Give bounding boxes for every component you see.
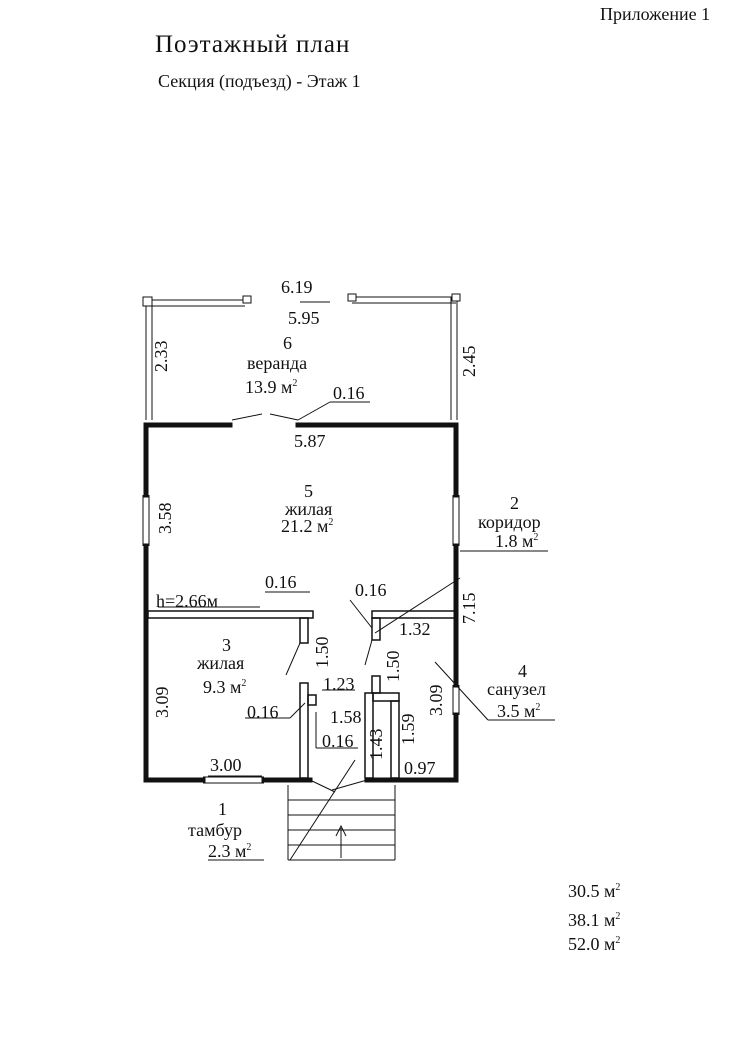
dim-bath-right-depth: 3.09 [426, 684, 446, 717]
room-6-name: веранда [247, 353, 308, 373]
dim-tambour-wall-bottom: 0.16 [322, 731, 354, 751]
dim-tambour-wall-left: 0.16 [247, 702, 279, 722]
page-subtitle: Секция (подъезд) - Этаж 1 [158, 71, 361, 91]
room-3-area: 9.3 м2 [203, 677, 247, 697]
dim-corridor-top-wall: 0.16 [355, 580, 387, 600]
room-1-name: тамбур [188, 820, 242, 840]
dim-bath-depth: 1.59 [398, 713, 418, 746]
veranda-door [231, 413, 299, 421]
room-5-number: 5 [304, 481, 313, 501]
total-1: 30.5 м2 [568, 881, 621, 901]
dim-house-right-length: 7.15 [459, 592, 479, 625]
room-3-number: 3 [222, 635, 231, 655]
room-1-area: 2.3 м2 [208, 841, 252, 861]
room-5-area: 21.2 м2 [281, 516, 334, 536]
appendix-label: Приложение 1 [600, 4, 711, 24]
porch-steps [287, 785, 396, 861]
total-3: 52.0 м2 [568, 934, 621, 954]
dim-tambour-height: 1.43 [366, 728, 386, 761]
dim-corridor-width: 1.32 [399, 619, 431, 639]
room-3-name: жилая [197, 653, 245, 673]
room-4-number: 4 [518, 661, 527, 681]
veranda-railing [142, 293, 461, 420]
dim-tambour-width: 1.23 [323, 674, 355, 694]
room-4-area: 3.5 м2 [497, 701, 541, 721]
page-title: Поэтажный план [155, 31, 351, 58]
dim-veranda-outer-width: 6.19 [281, 277, 313, 297]
dim-room3-left-depth: 3.09 [152, 686, 172, 719]
room-6-area: 13.9 м2 [245, 377, 298, 397]
dim-room3-door-depth: 1.50 [312, 636, 332, 669]
dim-wall-top: 0.16 [333, 383, 365, 403]
room-2-name: коридор [478, 512, 541, 532]
dimension-lines [158, 301, 555, 861]
total-2: 38.1 м2 [568, 910, 621, 930]
room-2-area: 1.8 м2 [495, 531, 539, 551]
room-6-number: 6 [283, 333, 292, 353]
dim-veranda-left-depth: 2.33 [151, 340, 171, 373]
room-1-number: 1 [218, 799, 227, 819]
dim-bath-width: 0.97 [404, 758, 436, 778]
room-4-name: санузел [487, 679, 546, 699]
dim-ceiling-height: h=2.66м [156, 591, 219, 611]
dim-room5-width: 5.87 [294, 431, 326, 451]
exterior-walls [143, 422, 459, 783]
dim-veranda-right-depth: 2.45 [459, 345, 479, 378]
dim-corridor-depth: 1.50 [383, 650, 403, 683]
door-swings [285, 639, 373, 793]
dim-room3-top-wall: 0.16 [265, 572, 297, 592]
dim-tambour-depth: 1.58 [330, 707, 362, 727]
dim-room5-left-depth: 3.58 [155, 502, 175, 535]
dim-veranda-inner-width: 5.95 [288, 308, 320, 328]
interior-walls [147, 610, 456, 779]
dim-room3-width: 3.00 [210, 755, 242, 775]
room-2-number: 2 [510, 493, 519, 513]
windows [142, 495, 460, 784]
room-5-name: жилая [285, 499, 333, 519]
